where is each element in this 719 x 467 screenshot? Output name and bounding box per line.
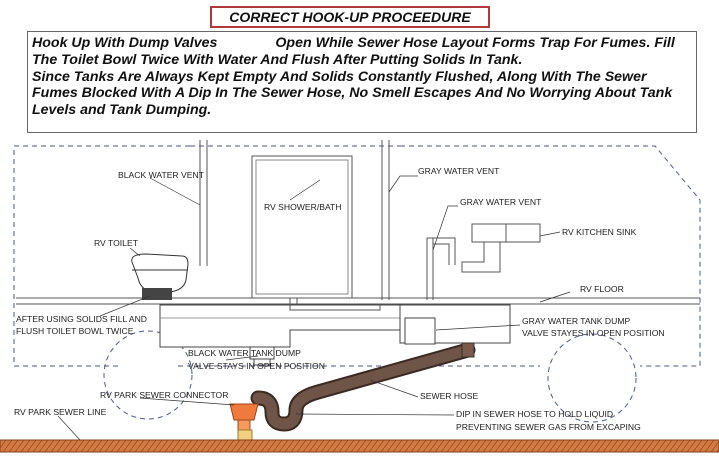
label-black-water-vent: BLACK WATER VENT — [118, 170, 205, 180]
rv-kitchen-sink — [461, 223, 541, 273]
label-gray-dump-1: GRAY WATER TANK DUMP — [522, 316, 630, 326]
instructions-line1a: Hook Up With Dump Valves — [32, 35, 218, 51]
label-rv-floor: RV FLOOR — [580, 284, 624, 294]
black-water-vent-pipe — [199, 140, 208, 266]
label-rv-kitchen-sink: RV KITCHEN SINK — [562, 227, 637, 237]
rv-toilet — [131, 253, 189, 300]
gray-water-vent-pipe-1 — [381, 140, 390, 300]
rv-outline — [13, 145, 701, 367]
gray-water-vent-pipe-2 — [426, 237, 456, 300]
label-sewer-line: RV PARK SEWER LINE — [14, 407, 107, 417]
page-title: CORRECT HOOK-UP PROCEEDURE — [229, 9, 471, 25]
label-black-dump-2: VALVE STAYS IN OPEN POSITION — [188, 361, 325, 371]
label-sewer-connector: RV PARK SEWER CONNECTOR — [100, 390, 228, 400]
leader-lines — [57, 175, 571, 441]
title-box: CORRECT HOOK-UP PROCEEDURE — [210, 6, 490, 28]
rv-floor — [16, 297, 700, 305]
rv-park-sewer-line — [0, 439, 719, 453]
label-after-solids-2: FLUSH TOILET BOWL TWICE — [16, 326, 134, 336]
front-wheel — [547, 333, 637, 423]
label-rv-toilet: RV TOILET — [94, 238, 139, 248]
label-after-solids-1: AFTER USING SOLIDS FILL AND — [16, 314, 147, 324]
label-black-dump-1: BLACK WATER TANK DUMP — [188, 348, 301, 358]
label-dip-1: DIP IN SEWER HOSE TO HOLD LIQUID — [456, 409, 613, 419]
label-gray-water-vent-2: GRAY WATER VENT — [460, 197, 542, 207]
label-sewer-hose: SEWER HOSE — [420, 391, 479, 401]
hose-end-cap — [461, 342, 475, 358]
black-water-tank — [159, 304, 401, 348]
gray-water-tank — [399, 304, 511, 345]
label-gray-dump-2: VALVE STAYES IN OPEN POSITION — [522, 328, 665, 338]
label-rv-shower-bath: RV SHOWER/BATH — [264, 202, 342, 212]
instructions-line1b: Open While Sewer Hose Layout Forms Trap … — [32, 35, 675, 68]
rv-shower-bath — [251, 155, 381, 311]
instructions-paragraph-2: Since Tanks Are Always Kept Empty And So… — [32, 68, 673, 119]
sewer-hose — [250, 342, 476, 432]
label-gray-water-vent-1: GRAY WATER VENT — [418, 166, 500, 176]
label-dip-2: PREVENTING SEWER GAS FROM EXCAPING — [456, 422, 641, 432]
rv-park-sewer-connector — [229, 403, 259, 441]
rear-wheel — [103, 330, 193, 420]
